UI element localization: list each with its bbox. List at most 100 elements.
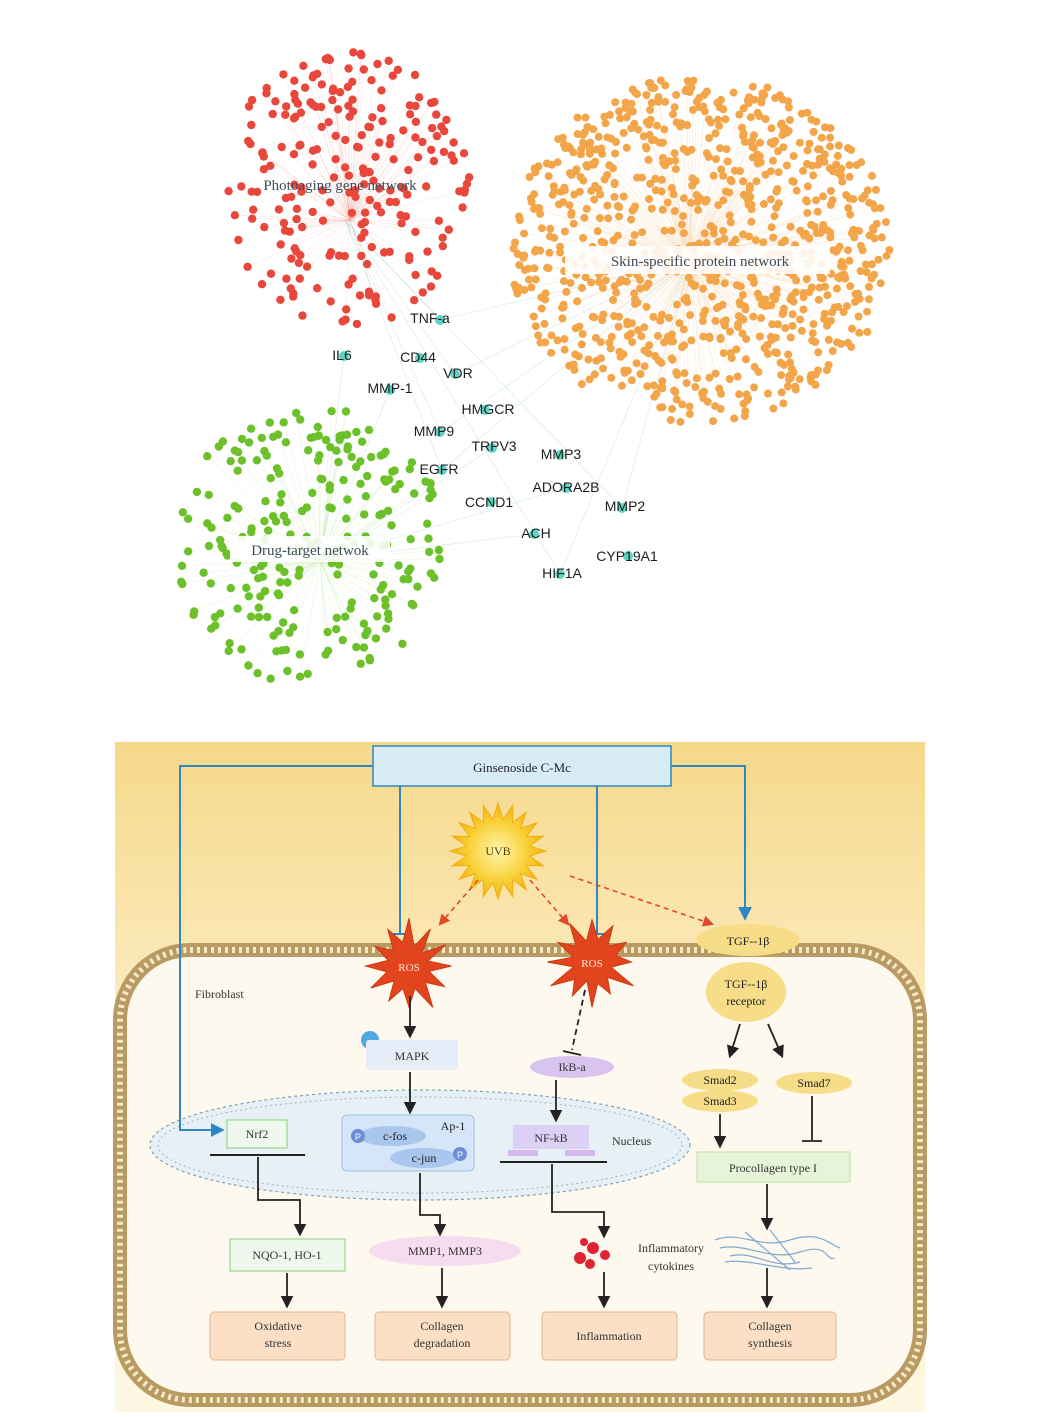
network-node [630, 119, 639, 128]
network-node [693, 197, 702, 206]
network-node [680, 369, 689, 378]
network-node [741, 407, 750, 416]
network-node [636, 370, 645, 378]
network-node [587, 186, 596, 195]
hub-node [617, 503, 627, 513]
network-node [289, 606, 299, 615]
ginsenoside-box [372, 745, 672, 787]
network-node [832, 160, 841, 169]
network-node [425, 547, 434, 557]
network-node [375, 184, 384, 193]
network-node [628, 338, 637, 346]
outcome-label-line1: Collagen [748, 1319, 791, 1333]
network-node [276, 295, 285, 304]
network-node [550, 233, 559, 242]
network-node [839, 308, 848, 317]
network-node [365, 195, 374, 205]
network-node [242, 583, 251, 592]
network-node [418, 137, 427, 147]
network-node [565, 201, 574, 210]
network-node [527, 198, 536, 206]
network-node [338, 635, 347, 645]
network-node [739, 230, 747, 239]
network-node [767, 223, 776, 232]
network-node [350, 186, 359, 195]
network-node [753, 289, 762, 298]
network-node [797, 326, 806, 335]
network-node [752, 177, 761, 186]
network-node [359, 619, 369, 628]
cytokine-cluster-icon [574, 1238, 610, 1269]
network-node [289, 289, 298, 298]
network-node [591, 333, 600, 342]
network-node [773, 185, 782, 194]
network-node [511, 238, 519, 247]
outcome-label-line2: synthesis [748, 1336, 792, 1350]
outcome-collagen-synthesis: Collagen synthesis [703, 1311, 837, 1361]
network-node [739, 132, 748, 141]
network-node [289, 114, 299, 123]
network-node [640, 323, 649, 332]
network-node [183, 514, 193, 523]
network-node [280, 226, 290, 235]
network-node [588, 312, 597, 321]
network-node [625, 107, 634, 116]
network-node [369, 176, 378, 185]
network-node [530, 264, 539, 273]
network-node [844, 204, 853, 212]
network-node [850, 233, 859, 242]
network-node [531, 204, 540, 213]
network-node [256, 592, 265, 601]
network-node [346, 604, 355, 613]
network-node [657, 358, 666, 367]
network-node [739, 190, 748, 199]
network-node [702, 239, 711, 248]
network-node [610, 180, 619, 188]
hub-node [435, 315, 445, 325]
network-node [725, 211, 734, 220]
network-node [447, 151, 456, 160]
network-node [237, 645, 246, 654]
network-node [774, 320, 782, 329]
network-node [658, 377, 667, 386]
network-node [230, 211, 240, 220]
network-node [249, 205, 258, 214]
network-node [309, 432, 318, 442]
network-node [704, 153, 713, 161]
network-node [260, 516, 269, 526]
network-node [675, 319, 684, 328]
network-node [645, 341, 654, 350]
network-node [332, 613, 341, 622]
network-node [711, 402, 720, 411]
network-node [438, 233, 447, 242]
network-node [757, 314, 766, 323]
network-node [376, 208, 386, 217]
network-node [352, 427, 361, 437]
network-node [692, 191, 701, 199]
network-node [727, 354, 736, 363]
network-node [257, 280, 267, 289]
network-node [646, 106, 655, 114]
network-node [266, 269, 276, 278]
network-node [567, 171, 576, 179]
network-node [714, 237, 723, 246]
network-node [857, 158, 866, 167]
network-node [308, 160, 317, 169]
network-node [559, 198, 568, 207]
network-node [577, 145, 586, 154]
network-node [347, 208, 357, 218]
network-node [589, 125, 598, 134]
network-node [204, 541, 214, 551]
outcome-label-line1: Inflammation [576, 1329, 641, 1343]
hub-label-ccnd1: CCND1 [465, 494, 513, 510]
uvb-sun-icon [448, 801, 548, 901]
network-node [590, 370, 599, 379]
network-node [761, 295, 770, 304]
network-node [277, 490, 286, 499]
network-node [276, 240, 285, 249]
network-node [309, 71, 318, 80]
network-node [277, 142, 286, 152]
network-node [771, 333, 780, 342]
network-node [712, 155, 720, 164]
network-node [616, 114, 625, 123]
